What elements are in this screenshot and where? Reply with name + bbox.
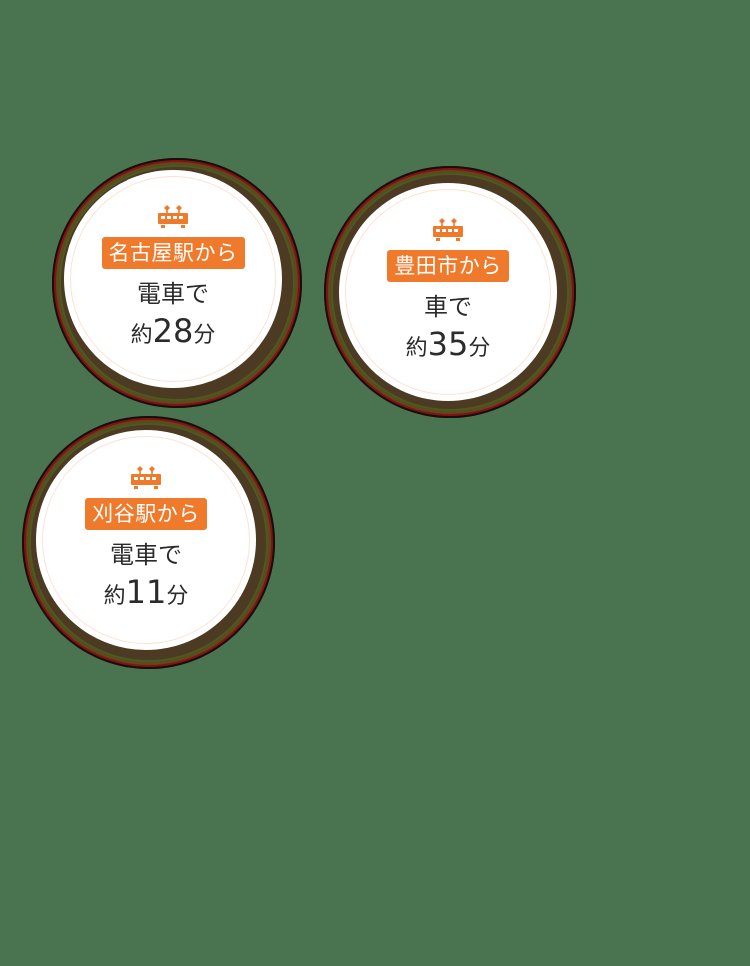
badge-disc: 豊田市から 車で 約35分 <box>339 183 557 401</box>
minutes-value: 28 <box>152 311 194 350</box>
train-icon <box>158 204 188 228</box>
badge-disc: 刈谷駅から 電車で 約11分 <box>36 430 256 650</box>
origin-label: 刈谷駅から <box>85 497 207 530</box>
minutes-value: 11 <box>125 572 167 611</box>
minutes-unit: 分 <box>468 335 491 361</box>
transport-mode: 車で <box>424 292 472 321</box>
origin-label: 豊田市から <box>387 249 509 282</box>
transport-mode: 電車で <box>110 540 182 569</box>
origin-label: 名古屋駅から <box>101 236 245 269</box>
transport-mode: 電車で <box>137 279 209 308</box>
badge-disc: 名古屋駅から 電車で 約28分 <box>64 170 282 388</box>
access-badge-toyota: 豊田市から 車で 約35分 <box>324 166 576 418</box>
access-badge-nagoya: 名古屋駅から 電車で 約28分 <box>52 158 302 408</box>
minutes-value: 35 <box>427 324 469 363</box>
train-icon <box>433 217 463 241</box>
approx-prefix: 約 <box>130 322 153 348</box>
approx-prefix: 約 <box>405 335 428 361</box>
minutes-unit: 分 <box>193 322 216 348</box>
travel-time: 約35分 <box>406 324 491 369</box>
access-badge-kariya: 刈谷駅から 電車で 約11分 <box>22 416 275 669</box>
travel-time: 約28分 <box>131 311 216 356</box>
train-icon <box>131 465 161 489</box>
travel-time: 約11分 <box>104 572 189 617</box>
minutes-unit: 分 <box>166 583 189 609</box>
approx-prefix: 約 <box>103 583 126 609</box>
